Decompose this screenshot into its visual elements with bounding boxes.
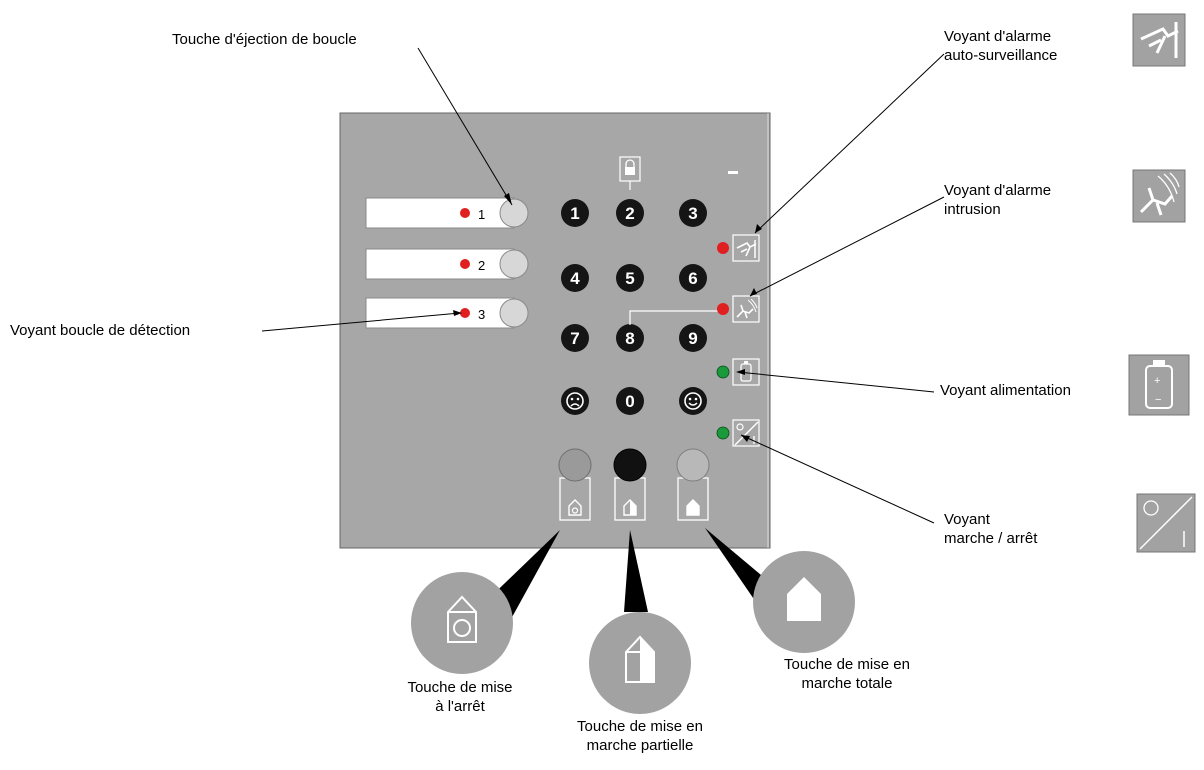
tamper-icon xyxy=(732,234,760,262)
loop-eject-key-label: Touche d'éjection de boucle xyxy=(172,31,357,48)
switch-reference-icon xyxy=(1136,493,1196,553)
key-4[interactable]: 4 xyxy=(561,264,589,292)
intrusion-alarm-led-label: Voyant d'alarme intrusion xyxy=(944,182,1052,218)
smiley-face-key[interactable] xyxy=(679,387,707,415)
svg-text:−: − xyxy=(1155,394,1161,406)
loop-strip-3 xyxy=(365,297,529,329)
switch-icon xyxy=(732,419,760,447)
key-label-8: 8 xyxy=(625,329,634,348)
full-arm-button[interactable] xyxy=(676,448,710,482)
intrusion-reference-icon xyxy=(1132,169,1186,223)
disarm-key-label: Touche de mise à l'arrêt xyxy=(407,679,513,715)
key-label-2: 2 xyxy=(625,204,634,223)
loop-strip-2 xyxy=(365,248,529,280)
numeric-keypad: 1 2 3 4 5 6 7 8 9 0 xyxy=(561,199,707,415)
sad-face-key[interactable] xyxy=(561,387,589,415)
key-8[interactable]: 8 xyxy=(616,324,644,352)
partial-arm-key-label: Touche de mise en marche partielle xyxy=(577,718,703,754)
loop-led-3 xyxy=(460,308,470,318)
padlock-icon xyxy=(619,156,641,190)
loop-strip-1 xyxy=(365,197,529,229)
tamper-alarm-led-label: Voyant d'alarme auto-surveillance xyxy=(944,28,1058,64)
key-1[interactable]: 1 xyxy=(561,199,589,227)
key-3[interactable]: 3 xyxy=(679,199,707,227)
full-arm-slot xyxy=(677,477,709,521)
full-arm-zoom xyxy=(753,551,855,653)
key-label-0: 0 xyxy=(625,392,634,411)
intrusion-led xyxy=(717,303,729,315)
key-label-7: 7 xyxy=(570,329,579,348)
power-led-label: Voyant alimentation xyxy=(940,382,1071,399)
partial-arm-button[interactable] xyxy=(613,448,647,482)
partial-arm-zoom xyxy=(589,612,691,714)
loop-eject-button-2[interactable] xyxy=(499,249,529,279)
disarm-zoom xyxy=(411,572,513,674)
disarm-button[interactable] xyxy=(558,448,592,482)
svg-text:+: + xyxy=(1154,375,1160,387)
key-label-3: 3 xyxy=(688,204,697,223)
on-off-led xyxy=(716,426,730,440)
loop-led-1 xyxy=(460,208,470,218)
tamper-led xyxy=(717,242,729,254)
power-led xyxy=(716,365,730,379)
indicator-dash xyxy=(728,171,738,174)
on-off-led-label: Voyant marche / arrêt xyxy=(944,511,1038,547)
battery-reference-icon: + − xyxy=(1128,354,1190,416)
loop-number-2: 2 xyxy=(478,258,485,273)
loop-number-3: 3 xyxy=(478,307,485,322)
key-6[interactable]: 6 xyxy=(679,264,707,292)
key-label-9: 9 xyxy=(688,329,697,348)
key-label-5: 5 xyxy=(625,269,634,288)
intrusion-icon xyxy=(732,295,760,323)
loop-number-1: 1 xyxy=(478,207,485,222)
key-7[interactable]: 7 xyxy=(561,324,589,352)
key-9[interactable]: 9 xyxy=(679,324,707,352)
leader-lines xyxy=(261,47,945,524)
full-arm-key-label: Touche de mise en marche totale xyxy=(784,656,910,692)
key-label-6: 6 xyxy=(688,269,697,288)
partial-arm-slot xyxy=(614,477,646,521)
loop-eject-button-1[interactable] xyxy=(499,198,529,228)
tamper-reference-icon xyxy=(1132,13,1186,67)
loop-led-2 xyxy=(460,259,470,269)
key-2[interactable]: 2 xyxy=(616,199,644,227)
key-5[interactable]: 5 xyxy=(616,264,644,292)
detection-loop-led-label: Voyant boucle de détection xyxy=(10,322,191,339)
loop-eject-button-3[interactable] xyxy=(499,298,529,328)
disarm-slot xyxy=(559,477,591,521)
key-0[interactable]: 0 xyxy=(616,387,644,415)
key-label-4: 4 xyxy=(570,269,580,288)
key-label-1: 1 xyxy=(570,204,579,223)
